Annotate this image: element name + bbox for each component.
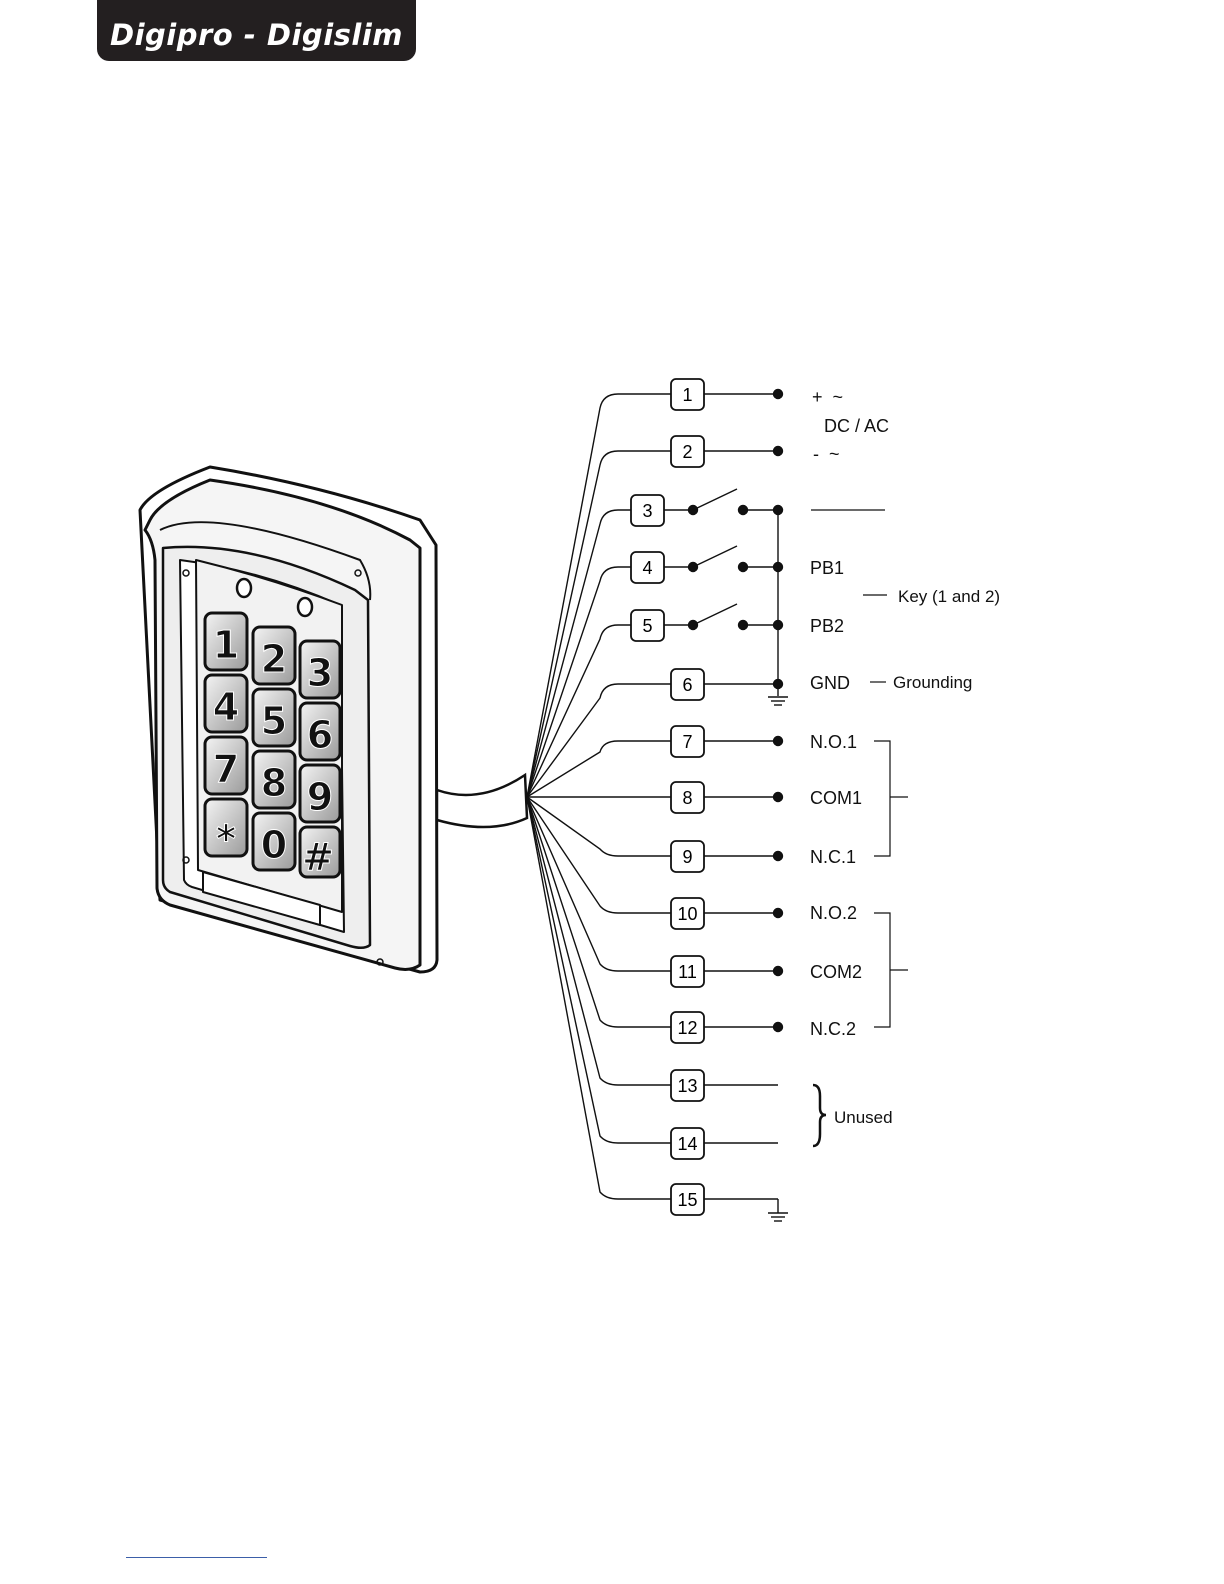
signal-labels: + ~ DC / AC - ~ PB1 PB2 Key (1 and 2) GN… — [810, 387, 1000, 1127]
terminal-6: 6 — [671, 669, 704, 700]
key-star-label: * — [216, 817, 236, 861]
label-no2: N.O.2 — [810, 903, 857, 923]
key-9-label: 9 — [307, 775, 333, 819]
terminal-14: 14 — [671, 1128, 704, 1159]
terminal-9-number: 9 — [682, 847, 692, 867]
terminal-10-number: 10 — [677, 904, 697, 924]
terminal-15: 15 — [671, 1184, 704, 1215]
key-5: 5 — [253, 689, 295, 746]
key-8: 8 — [253, 751, 295, 808]
terminal-15-number: 15 — [677, 1190, 697, 1210]
terminal-5: 5 — [631, 610, 664, 641]
grouping-brackets — [811, 510, 908, 1146]
key-3: 3 — [300, 641, 340, 698]
terminal-2-contact — [774, 447, 783, 456]
terminal-14-number: 14 — [677, 1134, 697, 1154]
terminal-7: 7 — [671, 726, 704, 757]
key-1-label: 1 — [213, 623, 239, 667]
terminal-1-contact — [774, 390, 783, 399]
key-8-label: 8 — [261, 761, 287, 805]
key-7: 7 — [205, 737, 247, 794]
label-minus-ac: - ~ — [813, 444, 840, 464]
label-key: Key (1 and 2) — [898, 587, 1000, 606]
terminal-6-number: 6 — [682, 675, 692, 695]
key-9: 9 — [300, 765, 340, 822]
label-no1: N.O.1 — [810, 732, 857, 752]
terminal-8: 8 — [671, 782, 704, 813]
terminal-10: 10 — [671, 898, 704, 929]
key-0: 0 — [253, 813, 295, 870]
label-pb1: PB1 — [810, 558, 844, 578]
terminal-13: 13 — [671, 1070, 704, 1101]
terminal-1-number: 1 — [682, 385, 692, 405]
terminal-8-number: 8 — [682, 788, 692, 808]
label-pb2: PB2 — [810, 616, 844, 636]
key-0-label: 0 — [261, 823, 287, 867]
label-nc1: N.C.1 — [810, 847, 856, 867]
terminal-3-number: 3 — [642, 501, 652, 521]
terminal-12: 12 — [671, 1012, 704, 1043]
terminal-4: 4 — [631, 552, 664, 583]
label-unused: Unused — [834, 1108, 893, 1127]
terminal-5-number: 5 — [642, 616, 652, 636]
key-6-label: 6 — [307, 713, 333, 757]
key-2-label: 2 — [261, 637, 287, 681]
key-5-label: 5 — [261, 699, 287, 743]
key-1: 1 — [205, 613, 247, 670]
label-plus-ac: + ~ — [812, 387, 843, 407]
key-2: 2 — [253, 627, 295, 684]
terminal-9: 9 — [671, 841, 704, 872]
terminal-3: 3 — [631, 495, 664, 526]
key-star: * — [205, 799, 247, 861]
terminal-11: 11 — [671, 956, 704, 987]
terminal-1: 1 — [671, 379, 704, 410]
key-4-label: 4 — [213, 685, 239, 729]
key-hash-label: # — [302, 835, 334, 879]
key-4: 4 — [205, 675, 247, 732]
terminal-2-number: 2 — [682, 442, 692, 462]
label-gnd: GND — [810, 673, 850, 693]
key-hash: # — [300, 827, 340, 879]
label-grounding: Grounding — [893, 673, 972, 692]
terminal-2: 2 — [671, 436, 704, 467]
footer-rule — [126, 1557, 267, 1558]
terminal-12-number: 12 — [677, 1018, 697, 1038]
terminal-7-number: 7 — [682, 732, 692, 752]
label-com2: COM2 — [810, 962, 862, 982]
label-com1: COM1 — [810, 788, 862, 808]
terminal-13-number: 13 — [677, 1076, 697, 1096]
keypad-buttons: 1 2 3 4 5 6 7 8 — [205, 613, 340, 879]
label-dc-ac: DC / AC — [824, 416, 889, 436]
label-nc2: N.C.2 — [810, 1019, 856, 1039]
key-7-label: 7 — [213, 747, 239, 791]
key-3-label: 3 — [307, 651, 333, 695]
cable — [437, 775, 527, 827]
terminal-11-number: 11 — [678, 962, 697, 982]
terminal-4-number: 4 — [642, 558, 652, 578]
key-6: 6 — [300, 703, 340, 760]
